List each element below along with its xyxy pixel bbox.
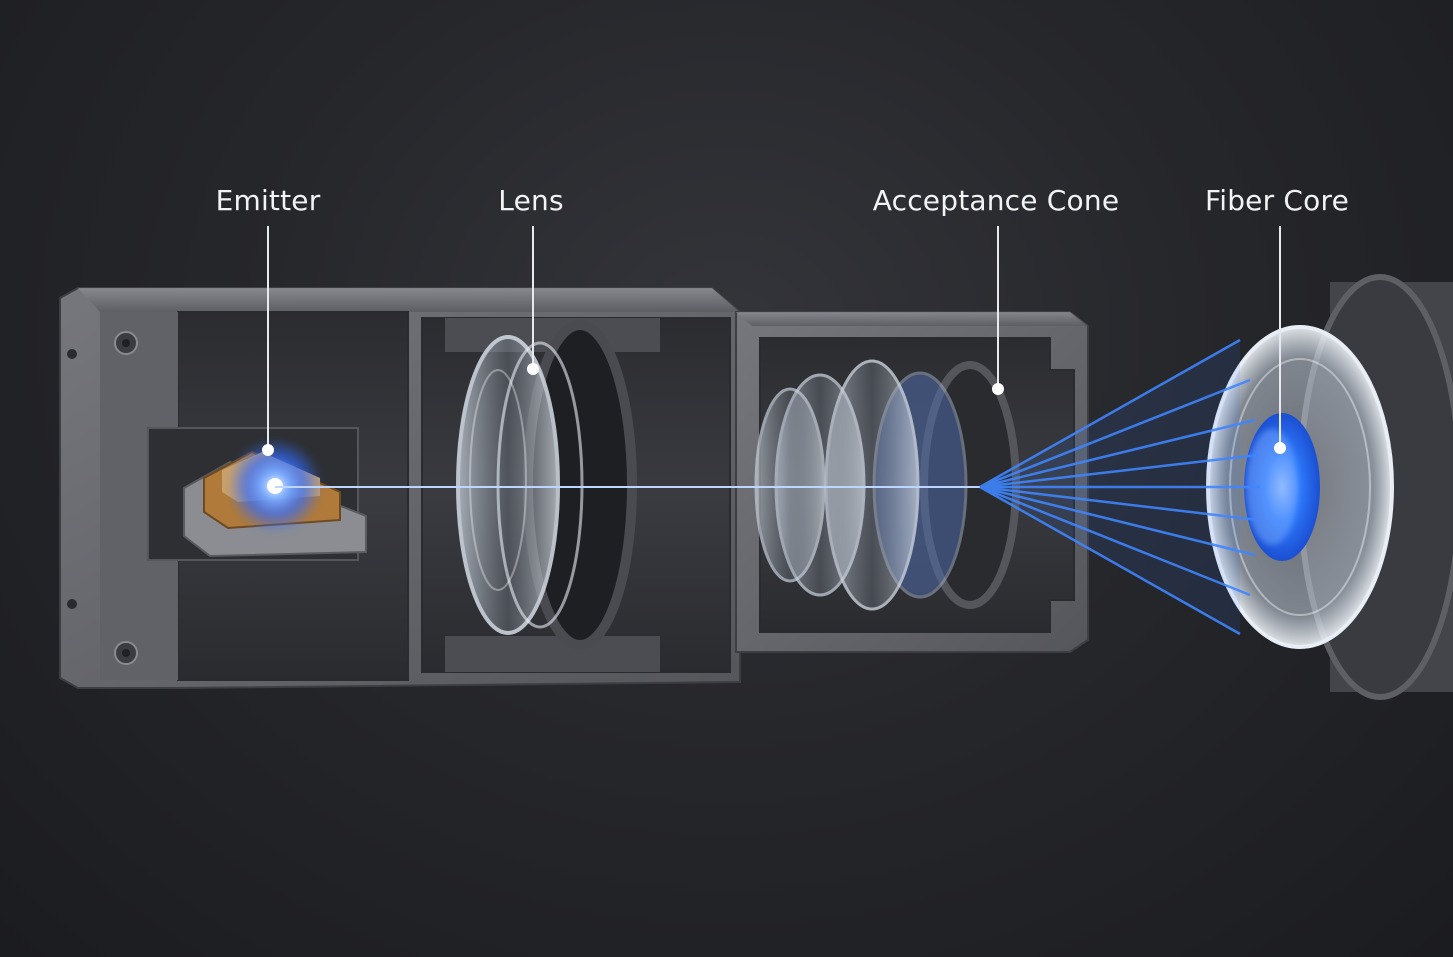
lens-callout-dot — [527, 363, 539, 375]
acceptance-callout-dot — [992, 383, 1004, 395]
label-emitter: Emitter — [215, 184, 321, 217]
callout-lines — [262, 226, 1286, 456]
label-acceptance-cone: Acceptance Cone — [872, 184, 1120, 217]
acceptance-cone — [979, 338, 1260, 636]
fiber-callout-dot — [1274, 442, 1286, 454]
emitter-callout-dot — [262, 444, 274, 456]
label-fiber-core: Fiber Core — [1204, 184, 1350, 217]
label-lens: Lens — [498, 184, 564, 217]
fiber-connector — [1206, 274, 1453, 700]
